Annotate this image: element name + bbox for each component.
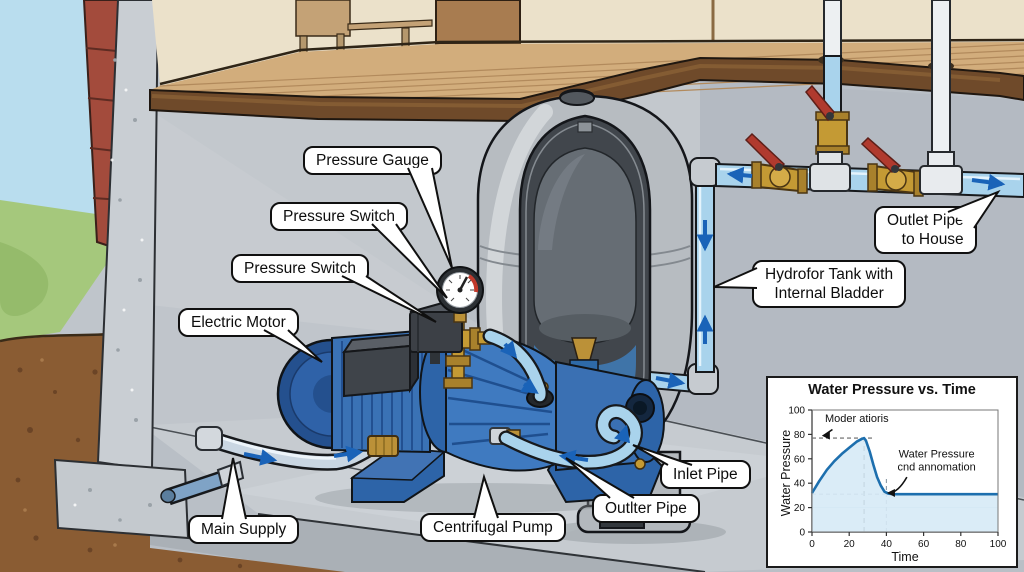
label-centrifugal-pump: Centrifugal Pump <box>420 513 566 542</box>
svg-text:40: 40 <box>794 479 806 490</box>
outlet-piping <box>649 132 1024 395</box>
label-outlet-pipe-house-line1: Outlet Pipe <box>887 212 964 229</box>
grass <box>0 200 116 342</box>
label-inlet-pipe: Inlet Pipe <box>660 460 751 489</box>
label-outlter-pipe-text: Outlter Pipe <box>605 500 687 517</box>
label-main-supply: Main Supply <box>188 515 300 544</box>
svg-text:80: 80 <box>794 430 806 441</box>
upstairs-wall <box>152 0 1024 86</box>
label-centrifugal-pump-text: Centrifugal Pump <box>433 519 553 536</box>
svg-text:Moder atioris: Moder atioris <box>825 413 889 425</box>
label-main-supply-text: Main Supply <box>201 521 287 538</box>
label-electric-motor-text: Electric Motor <box>191 314 286 331</box>
label-inlet-pipe-text: Inlet Pipe <box>673 466 738 483</box>
label-pressure-switch-1: Pressure Switch <box>270 202 408 231</box>
label-pressure-switch-2: Pressure Switch <box>231 254 369 283</box>
svg-text:80: 80 <box>955 539 967 550</box>
concrete-foundation <box>53 0 190 540</box>
svg-text:Water Pressure: Water Pressure <box>899 449 975 461</box>
label-hydrofor-tank: Hydrofor Tank with Internal Bladder <box>752 260 907 308</box>
svg-text:60: 60 <box>918 539 930 550</box>
label-pressure-switch-2-text: Pressure Switch <box>244 260 356 277</box>
label-pressure-gauge-text: Pressure Gauge <box>316 152 429 169</box>
svg-text:0: 0 <box>809 539 815 550</box>
svg-text:60: 60 <box>794 454 806 465</box>
label-outlet-pipe-house-line2: to House <box>901 231 964 248</box>
sky <box>0 0 96 222</box>
svg-text:100: 100 <box>990 539 1007 550</box>
label-pressure-switch-1-text: Pressure Switch <box>283 208 395 225</box>
chart-xlabel: Time <box>891 550 918 564</box>
svg-text:100: 100 <box>788 406 805 417</box>
pressure-chart: Water Pressure vs. Time 0 20 40 60 80 100 0 20 4… <box>766 376 1018 568</box>
label-hydrofor-tank-line1: Hydrofor Tank with <box>765 266 894 283</box>
svg-text:40: 40 <box>881 539 893 550</box>
svg-text:cnd annomation: cnd annomation <box>897 462 975 474</box>
label-outlter-pipe: Outlter Pipe <box>592 494 700 523</box>
svg-text:20: 20 <box>794 503 806 514</box>
label-hydrofor-tank-line2: Internal Bladder <box>774 285 884 302</box>
chart-title: Water Pressure vs. Time <box>808 382 976 398</box>
chart-ylabel: Water Pressure <box>779 429 793 517</box>
label-electric-motor: Electric Motor <box>178 308 299 337</box>
svg-text:20: 20 <box>844 539 856 550</box>
label-pressure-gauge: Pressure Gauge <box>303 146 442 175</box>
svg-text:0: 0 <box>799 528 805 539</box>
label-outlet-pipe-house: Outlet Pipe to House <box>874 206 977 254</box>
